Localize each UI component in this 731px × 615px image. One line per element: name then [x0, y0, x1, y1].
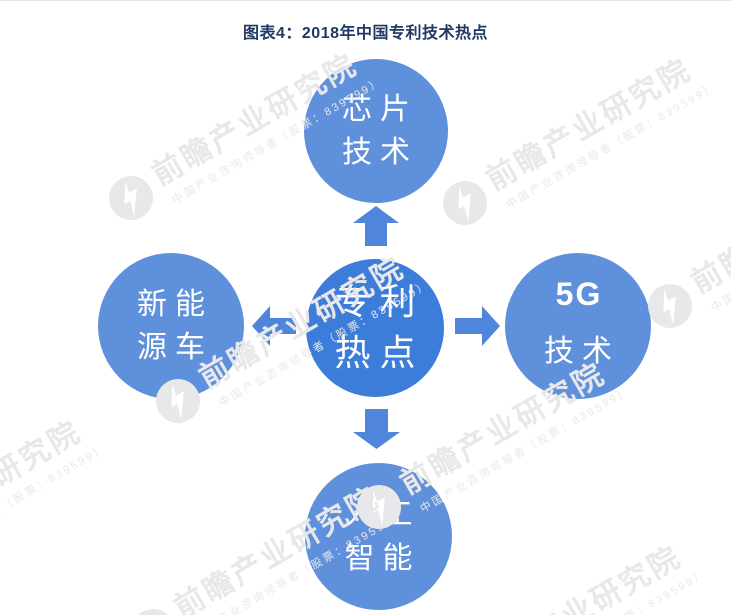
node-new-energy-vehicle: 新能 源车: [98, 253, 244, 399]
qianzhan-logo-icon: [435, 173, 495, 233]
node-artificial-intelligence-line2: 智能: [337, 537, 421, 581]
watermark-brand-text: 前瞻产业研究院: [476, 38, 710, 198]
node-5g-technology-line2: 技术: [536, 330, 620, 374]
node-5g-technology-line1: 5G: [554, 278, 603, 312]
arrow-left-icon: [252, 306, 296, 346]
node-artificial-intelligence: 人工 智能: [305, 463, 452, 610]
watermark: 前瞻产业研究院 中国产业咨询领导者（股票：839599）: [0, 400, 109, 603]
node-chip-technology-line2: 技术: [334, 131, 418, 175]
page-title: 图表4：2018年中国专利技术热点: [0, 1, 731, 43]
node-chip-technology-line1: 芯片: [334, 88, 418, 132]
watermark-brand-text: 前瞻产业研究院: [466, 525, 700, 615]
node-chip-technology: 芯片 技术: [304, 59, 448, 203]
arrow-right-icon: [455, 306, 500, 346]
watermark-brand-text: 前瞻产业研究院: [681, 141, 731, 301]
watermark-tagline-text: 中国产业咨询领导者（股票：839599）: [0, 440, 109, 574]
node-patent-hotspot: 专利 热点: [306, 259, 444, 397]
qianzhan-logo-icon: [123, 601, 183, 615]
watermark-tagline-text: 中国产业咨询领导者（股票：839599）: [708, 181, 731, 315]
arrow-down-icon: [353, 409, 400, 449]
node-patent-hotspot-line2: 热点: [325, 328, 424, 379]
node-patent-hotspot-line1: 专利: [325, 277, 424, 328]
node-new-energy-vehicle-line2: 源车: [129, 326, 213, 370]
arrow-up-icon: [353, 206, 399, 246]
qianzhan-logo-icon: [101, 168, 161, 228]
watermark-tagline-text: 中国产业咨询领导者（股票：839599）: [493, 565, 709, 615]
node-5g-technology: 5G 技术: [505, 253, 651, 399]
node-artificial-intelligence-line1: 人工: [337, 493, 421, 537]
watermark: 前瞻产业研究院 中国产业咨询领导者（股票：839599）: [431, 38, 720, 241]
watermark-brand-text: 前瞻产业研究院: [0, 400, 100, 560]
watermark-tagline-text: 中国产业咨询领导者（股票：839599）: [503, 78, 719, 212]
watermark: 前瞻产业研究院 中国产业咨询领导者（股票：839599）: [421, 525, 710, 615]
watermark-tagline-text: 中国产业咨询领导者（股票：839599）: [417, 382, 633, 516]
node-new-energy-vehicle-line1: 新能: [129, 283, 213, 327]
